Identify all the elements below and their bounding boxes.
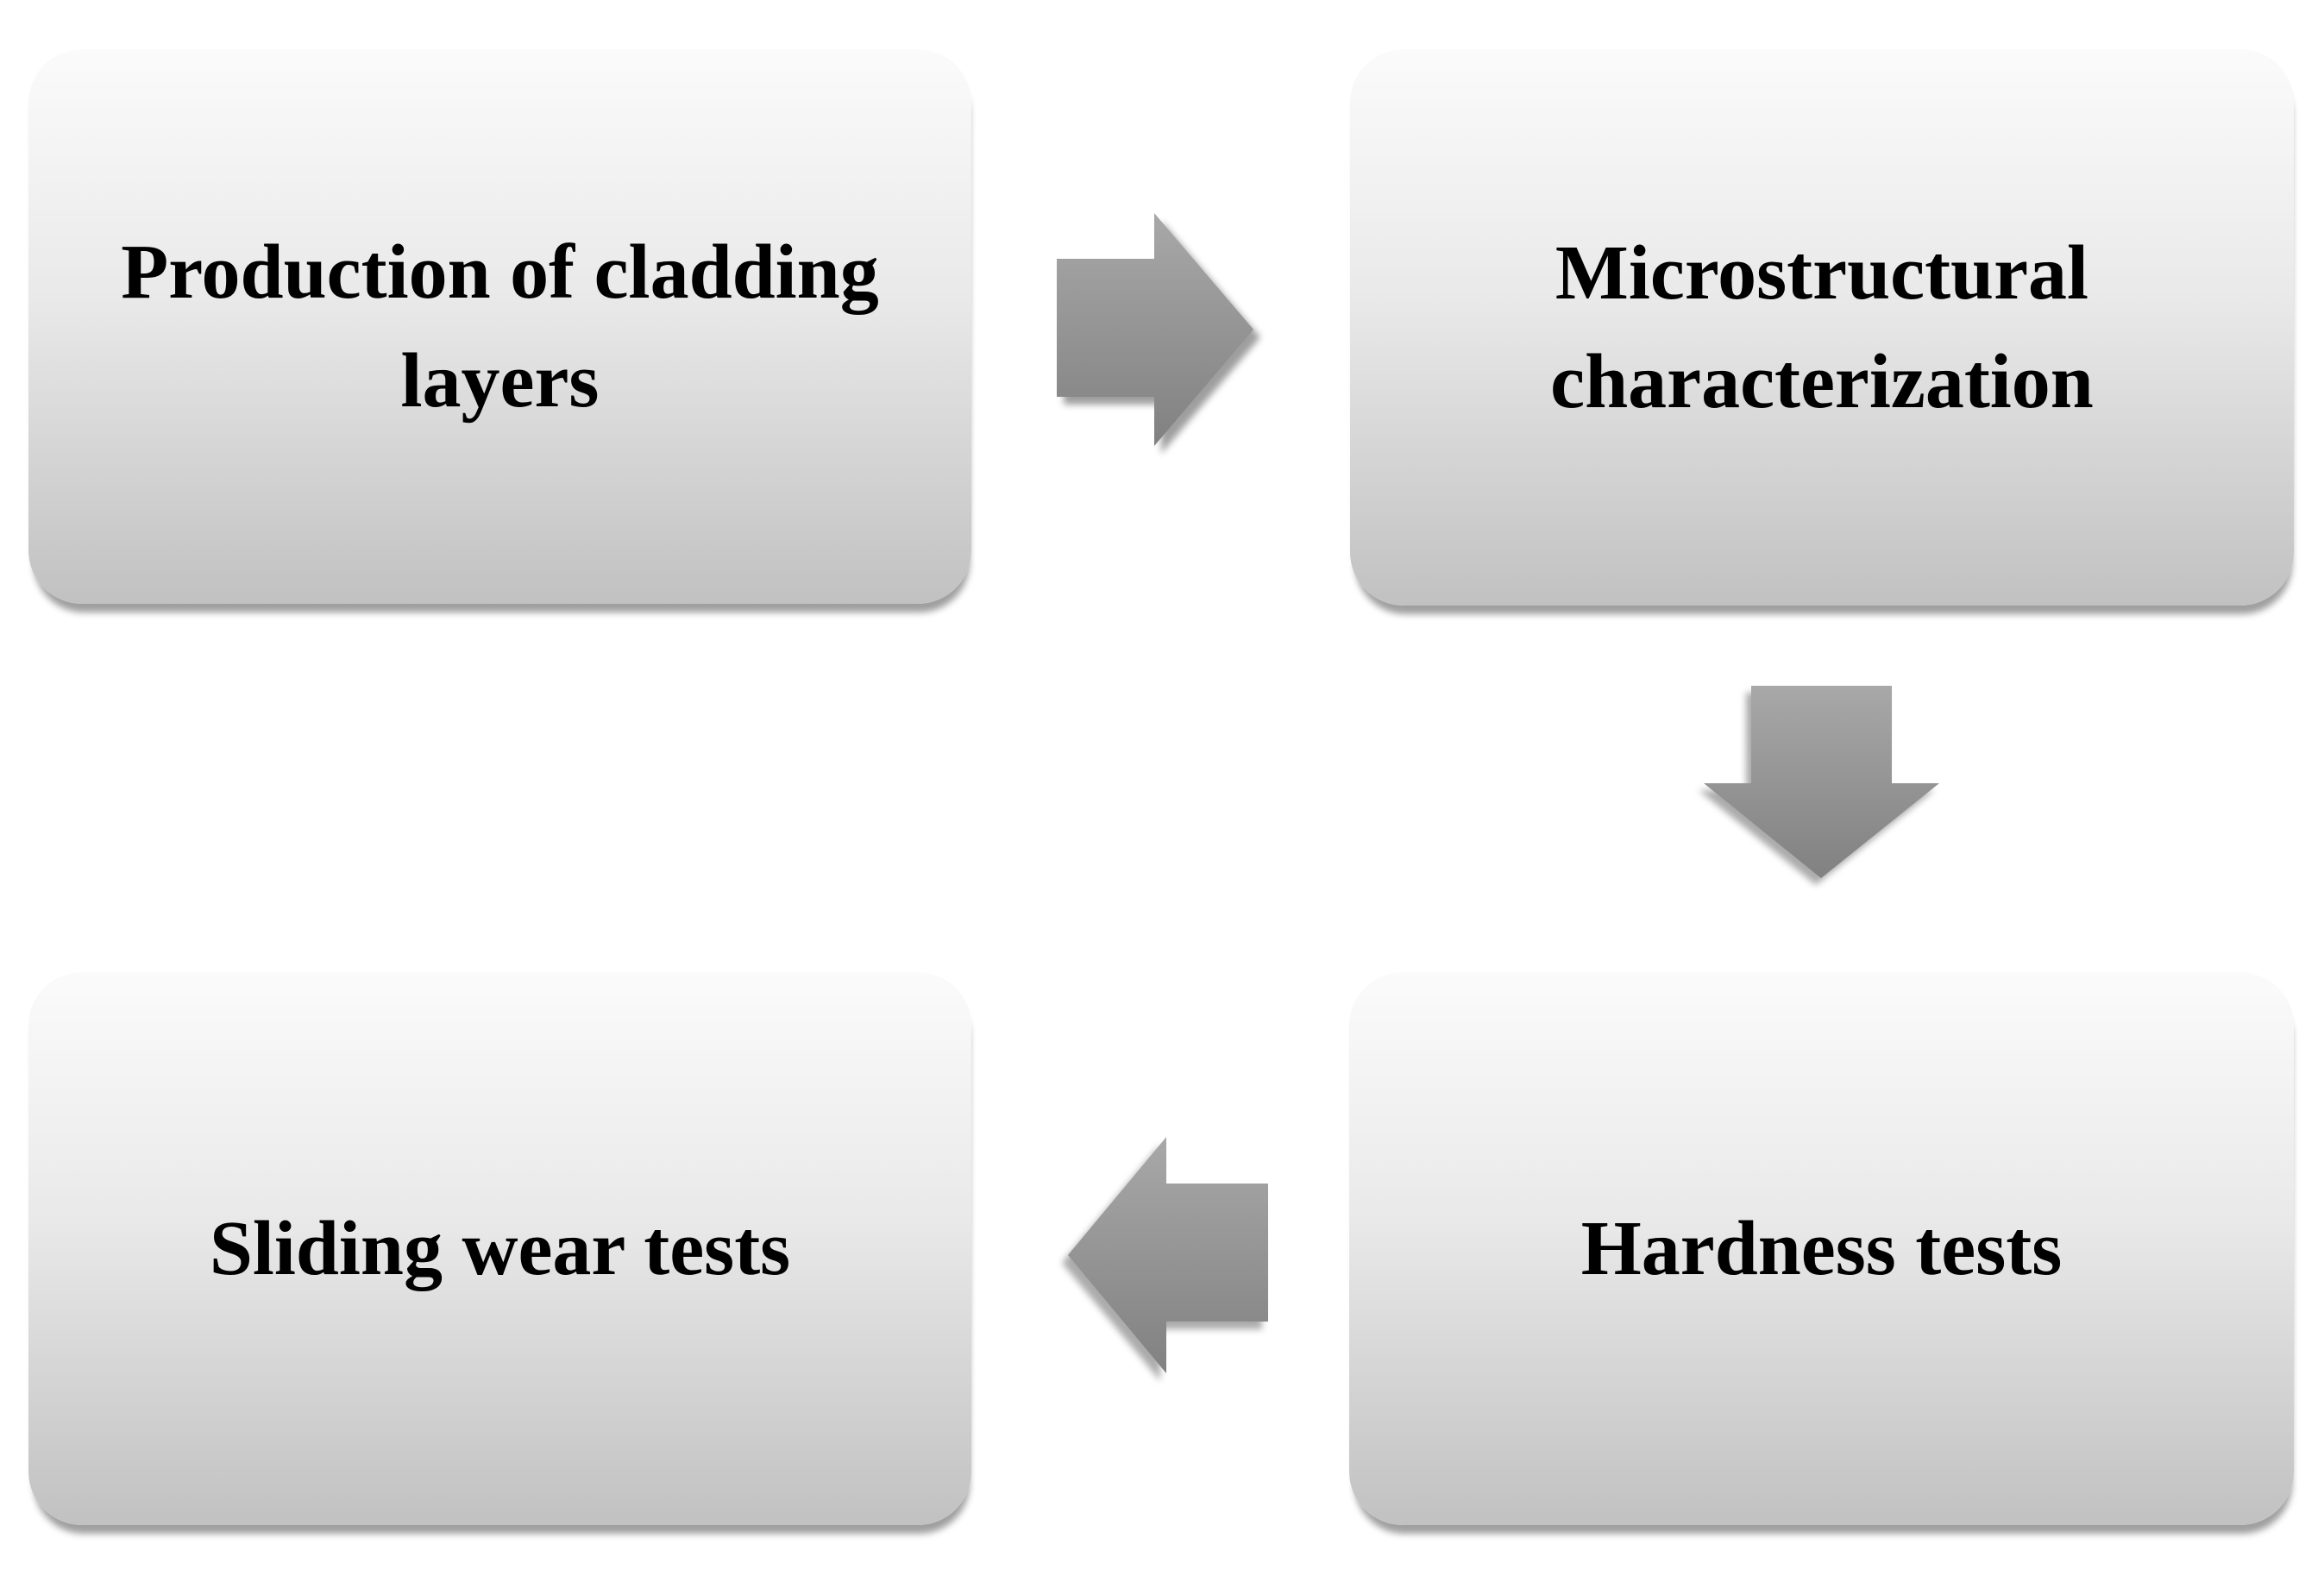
node-label-microstructural-characterization: Microstructural characterization: [1550, 230, 2094, 424]
flow-node-hardness-tests: Hardness tests: [1349, 972, 2294, 1525]
right-arrow-shape: [1057, 213, 1253, 446]
node-label-hardness-tests: Hardness tests: [1580, 1205, 2063, 1291]
flow-node-sliding-wear-tests: Sliding wear tests: [28, 972, 971, 1525]
node-label-sliding-wear-tests: Sliding wear tests: [209, 1205, 791, 1291]
down-arrow-icon: [1704, 686, 1939, 878]
flow-node-microstructural-characterization: Microstructural characterization: [1350, 49, 2294, 606]
left-arrow-shape: [1068, 1137, 1268, 1373]
flow-node-production-of-cladding-layers: Production of cladding layers: [28, 49, 971, 604]
node-label-production-of-cladding-layers: Production of cladding layers: [121, 229, 879, 424]
right-arrow-icon: [1057, 213, 1253, 446]
left-arrow-icon: [1068, 1137, 1268, 1373]
down-arrow-shape: [1704, 686, 1939, 878]
